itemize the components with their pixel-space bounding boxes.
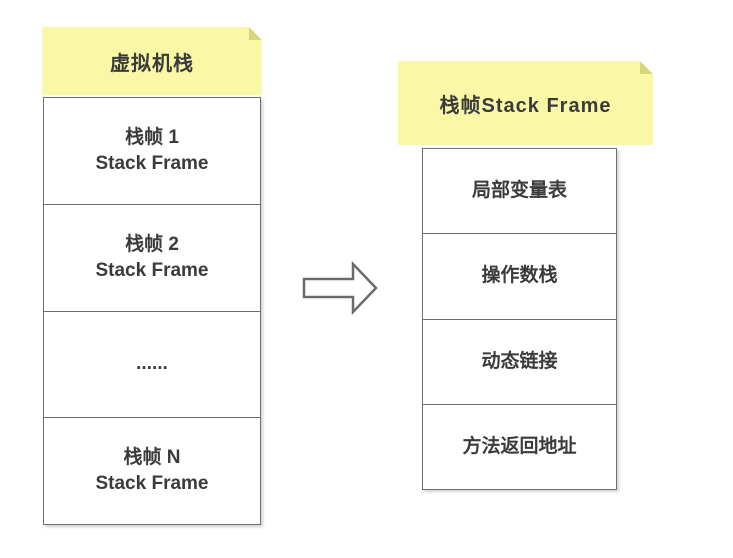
return-address-cell: 方法返回地址: [423, 403, 616, 489]
stack-frame-header-note: 栈帧Stack Frame: [398, 61, 653, 145]
stack-frame-cell-ellipsis: ......: [44, 310, 260, 418]
stack-frame-1-label-en: Stack Frame: [95, 152, 209, 174]
vm-stack-header-note: 虚拟机栈: [42, 27, 262, 95]
vm-stack-title: 虚拟机栈: [110, 52, 194, 75]
return-address-label: 方法返回地址: [462, 435, 577, 457]
operand-stack-label: 操作数栈: [481, 265, 558, 287]
stack-frame-2-label-en: Stack Frame: [95, 259, 209, 281]
stack-frame-detail-box: 局部变量表 操作数栈 动态链接 方法返回地址: [422, 148, 617, 490]
right-arrow-icon: [302, 260, 378, 316]
stack-frame-1-label-cn: 栈帧 1: [125, 126, 179, 148]
stack-frame-title: 栈帧Stack Frame: [439, 94, 612, 117]
folded-corner-icon: [640, 61, 653, 74]
local-variable-table-label: 局部变量表: [471, 180, 567, 202]
stack-frame-2-label-cn: 栈帧 2: [125, 233, 179, 255]
dynamic-linking-cell: 动态链接: [423, 318, 616, 404]
local-variable-table-cell: 局部变量表: [423, 149, 616, 233]
stack-frame-cell-2: 栈帧 2 Stack Frame: [44, 203, 260, 311]
stack-frame-n-label-en: Stack Frame: [95, 473, 209, 495]
dynamic-linking-label: 动态链接: [481, 350, 558, 372]
folded-corner-icon: [249, 27, 262, 40]
stack-frame-cell-n: 栈帧 N Stack Frame: [44, 417, 260, 524]
stack-frame-cell-1: 栈帧 1 Stack Frame: [44, 98, 260, 204]
stack-frame-ellipsis-label: ......: [136, 353, 168, 375]
stack-frame-n-label-cn: 栈帧 N: [123, 447, 181, 469]
vm-stack-box: 栈帧 1 Stack Frame 栈帧 2 Stack Frame ......…: [43, 97, 261, 525]
operand-stack-cell: 操作数栈: [423, 233, 616, 318]
